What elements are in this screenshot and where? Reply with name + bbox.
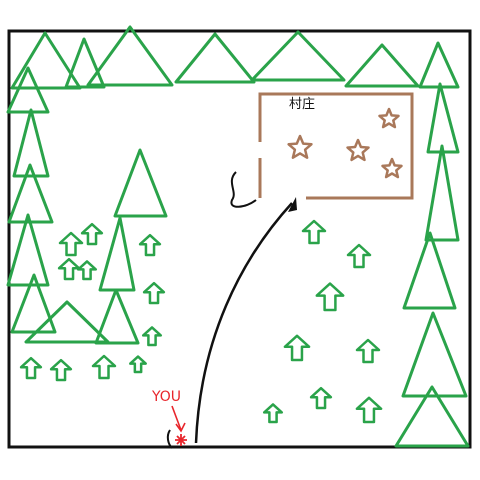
pine-tree-icon <box>174 32 256 84</box>
star-house-icon <box>287 134 313 159</box>
arrow-bush-icon <box>57 257 81 281</box>
arrow-bush-icon <box>138 233 162 257</box>
star-house-icon <box>378 107 400 129</box>
pine-tree-icon <box>12 108 50 178</box>
arrow-bush-icon <box>262 403 284 424</box>
pine-tree-icon <box>426 82 460 154</box>
star-house-icon <box>346 138 370 162</box>
pine-tree-icon <box>402 231 457 310</box>
you-marker-icon <box>175 434 187 446</box>
you-arrow-icon <box>171 405 186 433</box>
arrow-bush-icon <box>80 222 104 246</box>
pine-forest <box>6 25 470 448</box>
arrow-bush-icon <box>346 243 372 269</box>
pine-tree-icon <box>6 213 50 287</box>
you-marker: YOU <box>151 389 187 446</box>
arrow-bush-icon <box>315 282 345 312</box>
pine-tree-icon <box>113 148 168 218</box>
pine-tree-icon <box>344 43 420 88</box>
pine-tree-icon <box>64 37 106 89</box>
pine-tree-icon <box>418 41 460 89</box>
arrow-bush-icon <box>141 326 163 347</box>
star-house-icon <box>381 157 403 179</box>
arrow-bush-icon <box>76 260 98 281</box>
scribble-mark <box>230 171 257 208</box>
arrow-bush-icon <box>355 396 383 424</box>
pine-tree-icon <box>98 216 136 292</box>
route-path <box>194 202 293 444</box>
arrow-bush-icon <box>355 338 381 364</box>
pine-tree-icon <box>424 144 460 242</box>
scribble-mark-small <box>166 429 173 449</box>
arrow-bush-icon <box>49 358 73 382</box>
arrow-bush-icon <box>142 281 166 305</box>
pine-tree-icon <box>10 273 57 334</box>
arrow-bush-icon <box>309 386 333 410</box>
arrow-bush-icon <box>301 219 327 245</box>
arrow-bush-icon <box>58 231 84 257</box>
pine-tree-icon <box>6 66 50 114</box>
village: 村庄 <box>258 92 414 200</box>
arrow-bush-icon <box>91 354 117 380</box>
pine-tree-icon <box>86 25 174 87</box>
arrow-bush-icon <box>283 334 311 362</box>
village-wall <box>258 92 414 200</box>
arrow-bush-icon <box>19 356 43 380</box>
pine-tree-icon <box>401 311 468 398</box>
bush-field <box>19 219 383 424</box>
route-arrowhead-icon <box>288 197 297 212</box>
pine-tree-icon <box>250 30 346 82</box>
pine-tree-icon <box>394 385 470 448</box>
village-label: 村庄 <box>289 96 315 112</box>
pine-tree-icon <box>10 31 82 90</box>
pine-tree-icon <box>24 300 110 344</box>
arrow-bush-icon <box>129 355 147 374</box>
you-label: YOU <box>151 389 181 405</box>
village-houses <box>287 107 403 179</box>
pine-tree-icon <box>94 288 140 345</box>
map-border <box>7 29 472 449</box>
